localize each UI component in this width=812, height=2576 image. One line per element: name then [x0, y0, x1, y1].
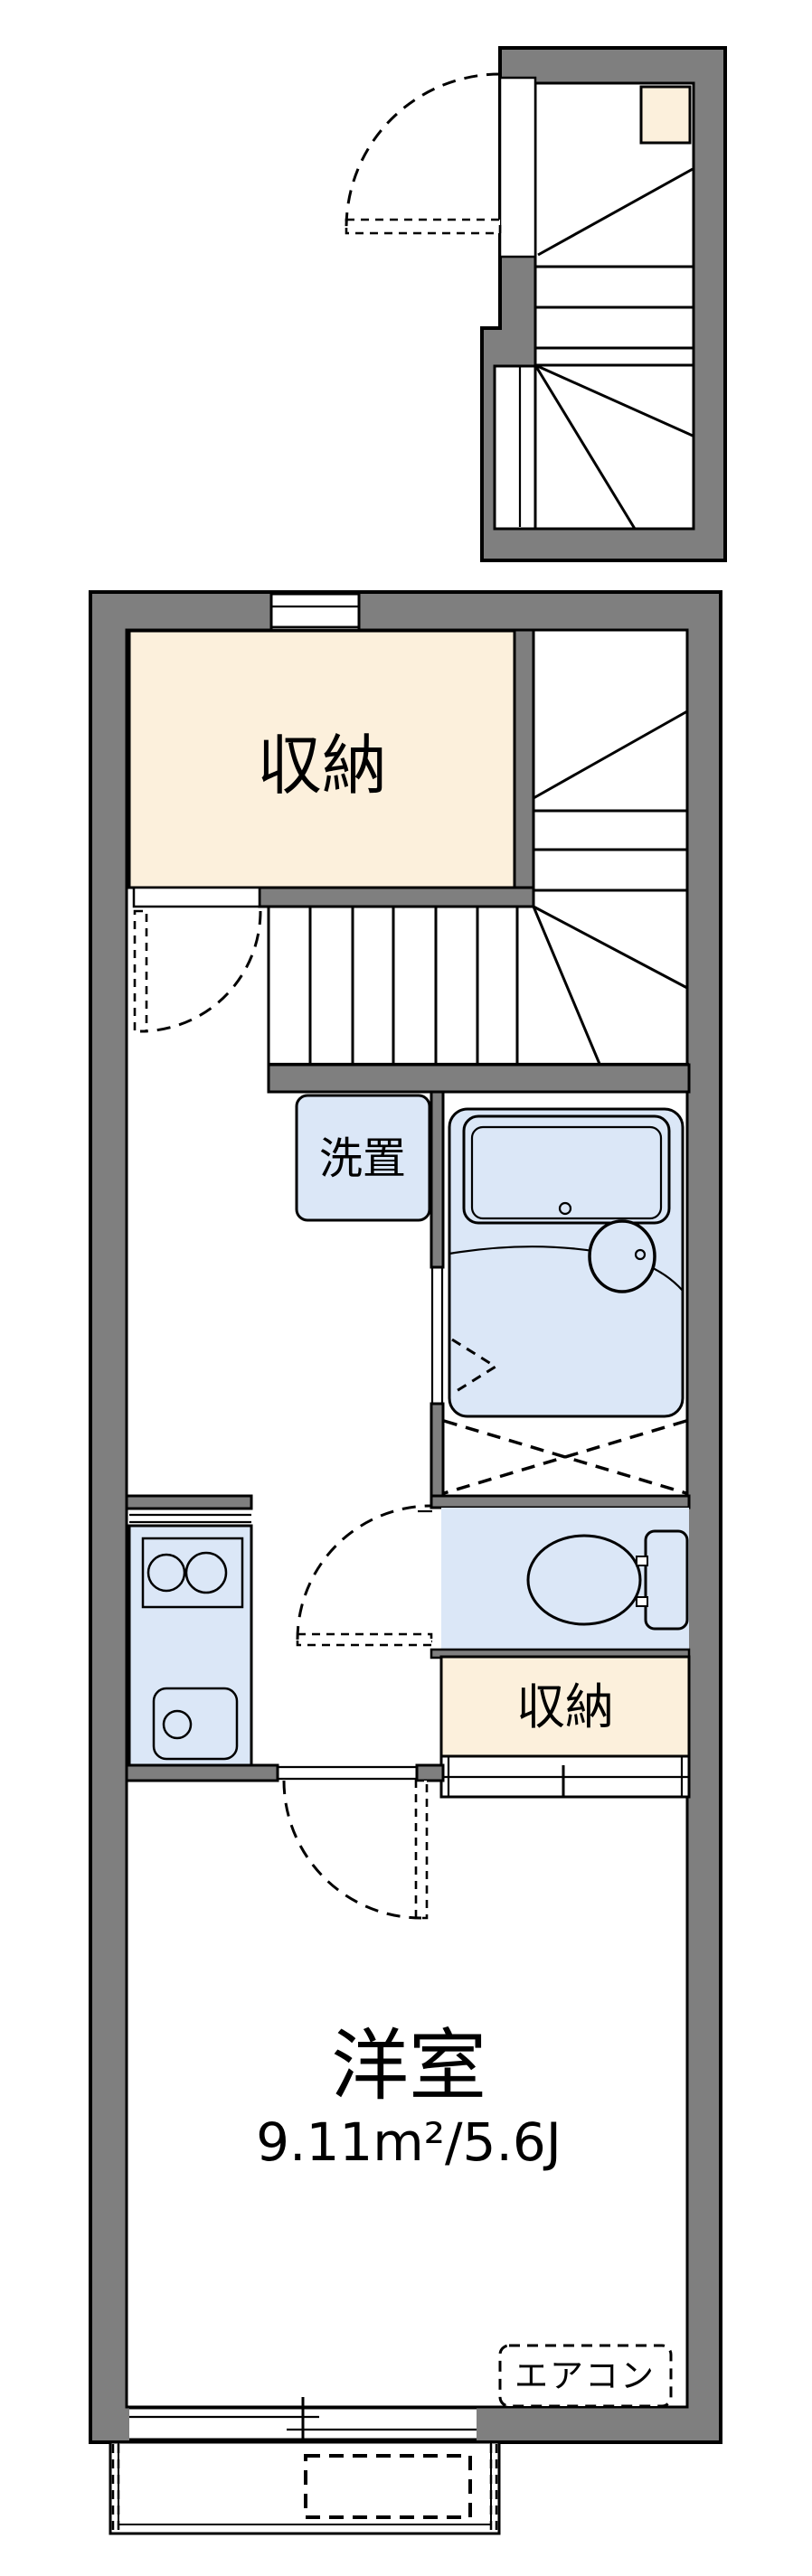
entrance-door-opening [498, 76, 537, 259]
top-window [269, 592, 361, 630]
aircon-label: エアコン [515, 2356, 656, 2395]
kitchen-sink [152, 1687, 239, 1761]
main-unit: 収納 洗置 [89, 590, 722, 2451]
storage1-door-opening [132, 886, 261, 908]
bath-left-wall-lower [430, 1402, 445, 1500]
kitchen-top-wall [125, 1494, 253, 1510]
bathroom [430, 1090, 687, 1500]
aircon: エアコン [498, 2344, 673, 2408]
storage1-label: 収納 [257, 728, 387, 804]
kitchen-sink-drain [162, 1709, 193, 1740]
kitchen-burner [146, 1553, 186, 1593]
storage1-door-leaf [133, 909, 148, 1033]
main-room-door-leaf [414, 1779, 429, 1920]
toilet-tank [644, 1529, 689, 1631]
storage1-right-wall [513, 628, 535, 908]
aircon-box [498, 2344, 673, 2408]
storage1-room [127, 629, 516, 889]
storage1-bottom-wall [258, 886, 535, 908]
bathtub-drain [558, 1201, 572, 1216]
main-room-label: 洋室 [331, 2021, 486, 2111]
toilet-door-leaf [296, 1632, 433, 1647]
kitchen-burner [184, 1551, 228, 1594]
toilet-door-swing-arc [296, 1504, 432, 1641]
bottom-window [129, 2397, 477, 2451]
main-room-door-swing-arc [282, 1780, 422, 1920]
washroom-x-mark [443, 1419, 687, 1495]
stair-winder-line [534, 363, 694, 437]
bath-left-wall-upper [430, 1090, 445, 1269]
stair-winder-line [533, 364, 637, 530]
hall-wall-stub [415, 1763, 445, 1782]
main-room-area-label: 9.11m²/5.6J [256, 2111, 562, 2173]
bathtub-rim [470, 1125, 663, 1220]
balcony [109, 2440, 501, 2535]
bath-stool-hole [634, 1248, 647, 1261]
laundry-label: 洗置 [319, 1133, 406, 1184]
toilet-bowl [526, 1534, 642, 1626]
laundry-box [295, 1094, 431, 1222]
bath-sliding-door [430, 1267, 444, 1404]
toilet-hinge [636, 1556, 648, 1566]
hall-wall-left [125, 1763, 279, 1782]
entrance-door-swing-arc [345, 72, 501, 229]
toilet-hinge [636, 1596, 648, 1607]
storage2: 収納 [439, 1655, 691, 1799]
entrance-stair-unit [345, 46, 727, 562]
stair-unit-lower-landing [493, 364, 537, 531]
storage1-door-swing-arc [139, 910, 262, 1033]
entrance-door-leaf [345, 218, 502, 235]
stair-winder-line [537, 167, 694, 257]
bathtub [462, 1114, 671, 1225]
storage2-label: 収納 [516, 1678, 614, 1735]
toilet-top-wall [430, 1494, 691, 1509]
staircase-bottom-wall [267, 1063, 691, 1094]
bath-stool [588, 1219, 656, 1293]
hall-room-partition [125, 1763, 445, 1920]
toilet-room [296, 1494, 691, 1659]
kitchen [125, 1494, 253, 1767]
balcony-equipment-box [304, 2454, 472, 2519]
stair-top-landing [639, 85, 692, 145]
